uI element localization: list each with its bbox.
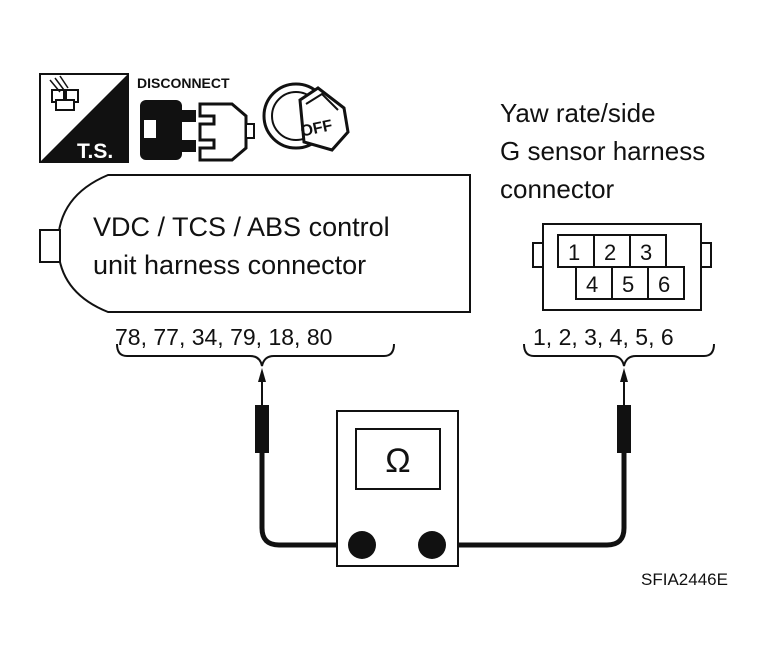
sensor-pin: 2: [604, 240, 616, 265]
left-probe: [255, 368, 269, 453]
right-probe: [617, 368, 631, 453]
sensor-pin: 3: [640, 240, 652, 265]
ignition-off-icon: OFF: [262, 82, 350, 152]
ohmmeter: Ω: [336, 410, 459, 567]
left-test-lead: [259, 453, 362, 548]
ignition-off-label: OFF: [299, 117, 334, 140]
sensor-pin: 6: [658, 272, 670, 297]
right-test-lead: [432, 453, 627, 548]
ts-label: T.S.: [77, 140, 113, 163]
ecu-label-line2: unit harness connector: [93, 250, 366, 280]
disconnect-label: DISCONNECT: [137, 75, 230, 91]
ts-icon: T.S.: [39, 73, 129, 163]
sensor-terminals-brace: [523, 343, 715, 367]
sensor-connector: 1 2 3 4 5 6: [532, 223, 712, 311]
sensor-label-line2: G sensor harness: [500, 136, 705, 166]
ecu-connector: VDC / TCS / ABS control unit harness con…: [39, 174, 471, 313]
sensor-label-line1: Yaw rate/side: [500, 98, 656, 128]
meter-terminal-right: [418, 531, 446, 559]
ecu-terminals-label: 78, 77, 34, 79, 18, 80: [115, 324, 332, 350]
ecu-label-line1: VDC / TCS / ABS control: [93, 212, 390, 242]
sensor-pin: 4: [586, 272, 598, 297]
sensor-pin: 5: [622, 272, 634, 297]
sensor-terminals-label: 1, 2, 3, 4, 5, 6: [533, 324, 674, 350]
figure-code: SFIA2446E: [641, 570, 728, 589]
ohm-symbol: Ω: [385, 442, 410, 480]
disconnect-icon: DISCONNECT: [137, 75, 255, 162]
meter-terminal-left: [348, 531, 376, 559]
ecu-terminals-brace: [116, 343, 395, 367]
sensor-label-line3: connector: [500, 174, 615, 204]
sensor-pin: 1: [568, 240, 580, 265]
